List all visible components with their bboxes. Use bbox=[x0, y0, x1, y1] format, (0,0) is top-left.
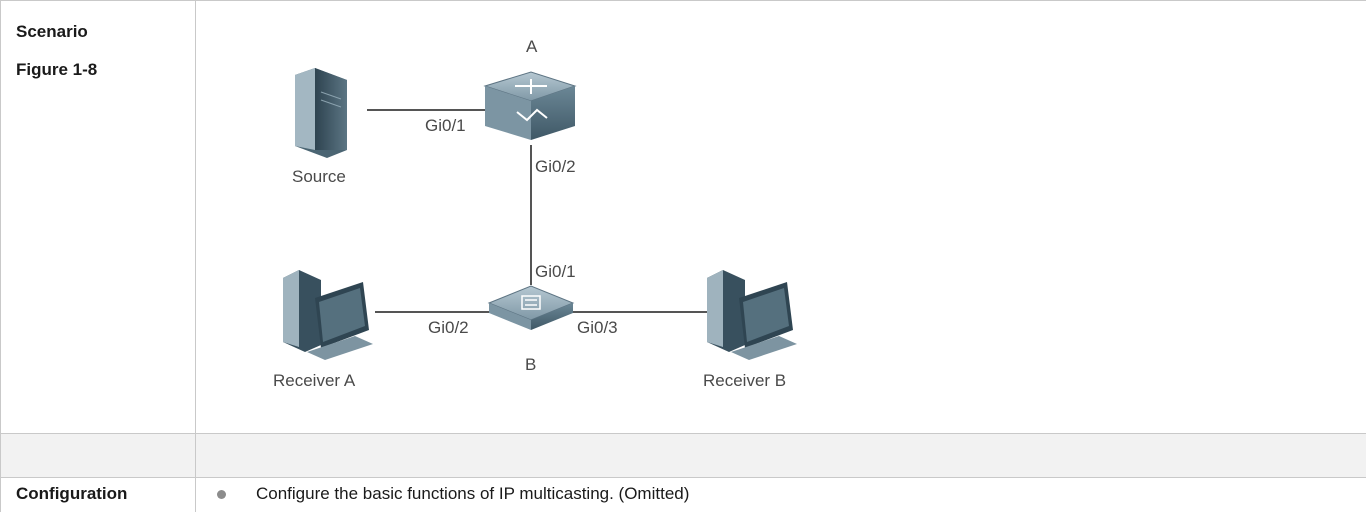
empty-row bbox=[0, 433, 1366, 477]
receiver-b-pc-icon bbox=[707, 270, 797, 360]
switch-b-label: B bbox=[525, 355, 536, 374]
source-label: Source bbox=[292, 167, 346, 186]
port-a-gi0-2: Gi0/2 bbox=[535, 157, 576, 176]
port-b-gi0-2: Gi0/2 bbox=[428, 318, 469, 337]
configuration-label: Configuration bbox=[16, 484, 128, 503]
port-b-gi0-1: Gi0/1 bbox=[535, 262, 576, 281]
network-topology-diagram: A B Source Receiver A Receiver B Gi0/1 G… bbox=[273, 37, 797, 390]
port-a-gi0-1: Gi0/1 bbox=[425, 116, 466, 135]
bullet-icon bbox=[217, 490, 226, 499]
figure-label: Figure 1-8 bbox=[16, 60, 98, 79]
table-border-left bbox=[0, 0, 1, 512]
scenario-label: Scenario bbox=[16, 22, 88, 41]
router-a-icon bbox=[483, 71, 577, 140]
switch-b-icon bbox=[487, 285, 575, 330]
source-server-icon bbox=[295, 68, 347, 158]
row-divider bbox=[0, 477, 1366, 478]
port-b-gi0-3: Gi0/3 bbox=[577, 318, 618, 337]
column-divider bbox=[195, 0, 196, 512]
receiver-a-label: Receiver A bbox=[273, 371, 356, 390]
router-a-label: A bbox=[526, 37, 538, 56]
receiver-b-label: Receiver B bbox=[703, 371, 786, 390]
config-step: Configure the basic functions of IP mult… bbox=[256, 484, 690, 503]
receiver-a-pc-icon bbox=[283, 270, 373, 360]
row-divider bbox=[0, 433, 1366, 434]
table-border-top bbox=[0, 0, 1366, 1]
